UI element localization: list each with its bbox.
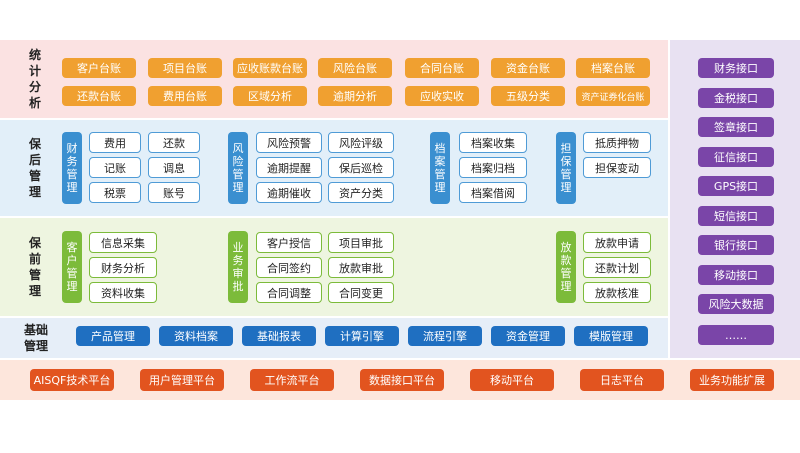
risk-item: 风险评级 <box>328 132 394 153</box>
guarantee-item: 担保变动 <box>583 157 651 178</box>
business-item: 放款审批 <box>328 257 394 278</box>
risk-management-label: 风险管理 <box>228 132 248 204</box>
finance-item: 调息 <box>148 157 200 178</box>
finance-item: 账号 <box>148 182 200 203</box>
platform-item: 业务功能扩展 <box>690 369 774 391</box>
stats-item: 合同台账 <box>405 58 479 78</box>
risk-item: 资产分类 <box>328 182 394 203</box>
risk-item: 逾期提醒 <box>256 157 322 178</box>
stats-band <box>0 40 668 118</box>
interface-item: 签章接口 <box>698 117 774 137</box>
stats-item: 还款台账 <box>62 86 136 106</box>
row-label-stats: 统计分析 <box>28 48 41 110</box>
finance-item: 记账 <box>89 157 141 178</box>
stats-item: 资产证券化台账 <box>576 86 650 106</box>
risk-item: 风险预警 <box>256 132 322 153</box>
loan-item: 放款申请 <box>583 232 651 253</box>
platform-item: 移动平台 <box>470 369 554 391</box>
finance-management-label: 财务管理 <box>62 132 82 204</box>
risk-item: 逾期催收 <box>256 182 322 203</box>
stats-item: 应收实收 <box>405 86 479 106</box>
archive-item: 档案归档 <box>459 157 527 178</box>
finance-item: 还款 <box>148 132 200 153</box>
base-item: 基础报表 <box>242 326 316 346</box>
platform-item: 日志平台 <box>580 369 664 391</box>
stats-item: 应收账款台账 <box>233 58 307 78</box>
row-label-post: 保后管理 <box>28 137 41 199</box>
guarantee-item: 抵质押物 <box>583 132 651 153</box>
stats-item: 客户台账 <box>62 58 136 78</box>
stats-item: 风险台账 <box>318 58 392 78</box>
business-item: 客户授信 <box>256 232 322 253</box>
business-item: 合同变更 <box>328 282 394 303</box>
base-item: 产品管理 <box>76 326 150 346</box>
stats-item: 逾期分析 <box>318 86 392 106</box>
archive-item: 档案收集 <box>459 132 527 153</box>
base-item: 流程引擎 <box>408 326 482 346</box>
business-item: 合同签约 <box>256 257 322 278</box>
loan-item: 放款核准 <box>583 282 651 303</box>
base-item: 计算引擎 <box>325 326 399 346</box>
interface-item: 移动接口 <box>698 265 774 285</box>
business-item: 项目审批 <box>328 232 394 253</box>
interface-item: 征信接口 <box>698 147 774 167</box>
platform-item: AISQF技术平台 <box>30 369 114 391</box>
interface-item: 金税接口 <box>698 88 774 108</box>
stats-item: 费用台账 <box>148 86 222 106</box>
customer-item: 资料收集 <box>89 282 157 303</box>
archive-item: 档案借阅 <box>459 182 527 203</box>
interface-item: 风险大数据 <box>698 294 774 314</box>
business-item: 合同调整 <box>256 282 322 303</box>
base-item: 资料档案 <box>159 326 233 346</box>
risk-item: 保后巡检 <box>328 157 394 178</box>
stats-item: 五级分类 <box>491 86 565 106</box>
business-approval-label: 业务审批 <box>228 231 248 303</box>
base-item: 模版管理 <box>574 326 648 346</box>
interface-item: 银行接口 <box>698 235 774 255</box>
finance-item: 税票 <box>89 182 141 203</box>
stats-item: 区域分析 <box>233 86 307 106</box>
stats-item: 档案台账 <box>576 58 650 78</box>
platform-item: 数据接口平台 <box>360 369 444 391</box>
archive-management-label: 档案管理 <box>430 132 450 204</box>
interface-item: GPS接口 <box>698 176 774 196</box>
stats-item: 项目台账 <box>148 58 222 78</box>
loan-item: 还款计划 <box>583 257 651 278</box>
row-label-base: 基础管理 <box>23 323 48 353</box>
customer-management-label: 客户管理 <box>62 231 82 303</box>
interface-item: …… <box>698 325 774 345</box>
guarantee-management-label: 担保管理 <box>556 132 576 204</box>
loan-management-label: 放款管理 <box>556 231 576 303</box>
interface-item: 短信接口 <box>698 206 774 226</box>
interface-item: 财务接口 <box>698 58 774 78</box>
row-label-pre: 保前管理 <box>28 236 41 298</box>
platform-item: 工作流平台 <box>250 369 334 391</box>
base-item: 资金管理 <box>491 326 565 346</box>
stats-item: 资金台账 <box>491 58 565 78</box>
platform-item: 用户管理平台 <box>140 369 224 391</box>
customer-item: 财务分析 <box>89 257 157 278</box>
finance-item: 费用 <box>89 132 141 153</box>
customer-item: 信息采集 <box>89 232 157 253</box>
